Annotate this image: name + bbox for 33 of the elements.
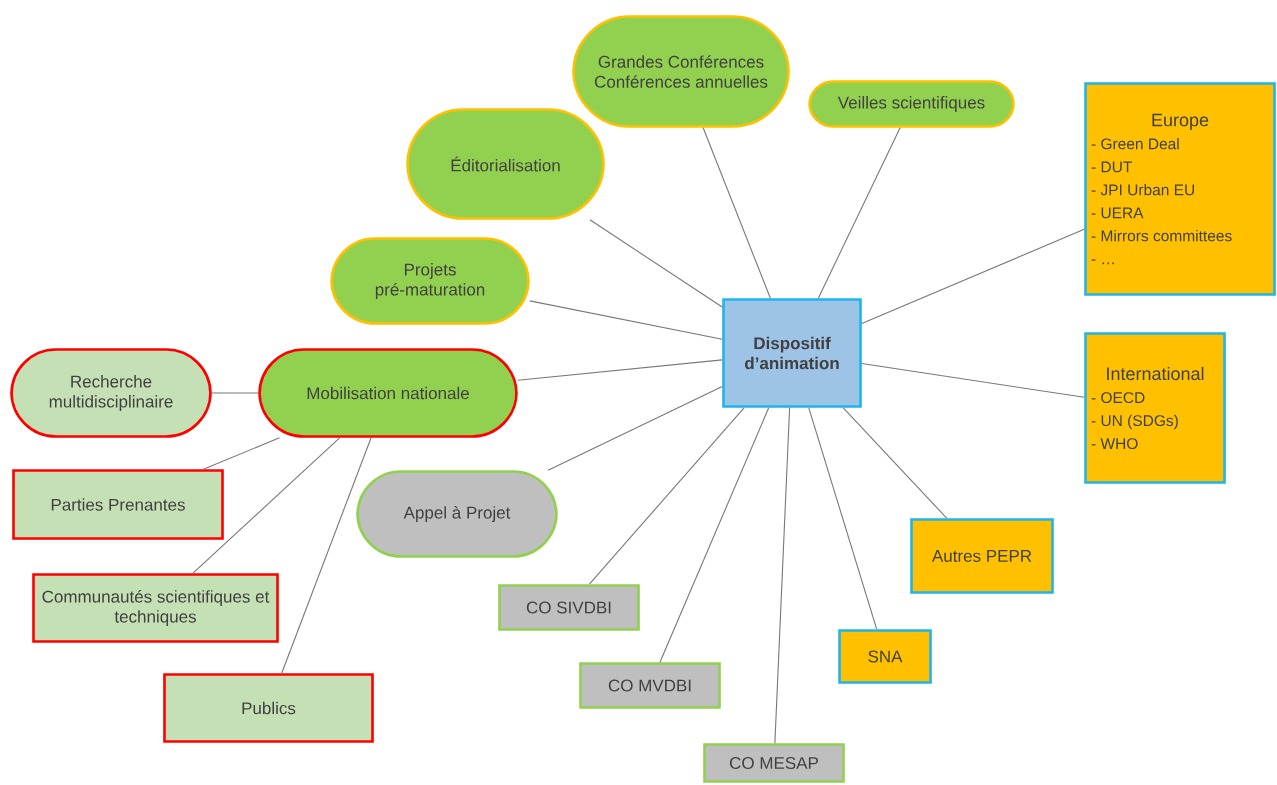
box-node: CO MVDBI [579,662,721,709]
connector-line [211,392,259,394]
box-node: International - OECD - UN (SDGs) - WHO [1084,332,1226,484]
pill-node: Projets pré-maturation [330,237,530,325]
box-node: Parties Prenantes [12,469,224,540]
pill-node: Veilles scientifiques [808,80,1015,128]
connector-line [659,407,770,663]
box-node: Autres PEPR [910,518,1054,594]
connector-line [202,437,280,470]
pill-node: Mobilisation nationale [258,348,518,438]
connector-line [842,407,948,519]
connector-line [589,219,723,308]
connector-line [774,407,791,744]
connector-line [702,127,771,299]
connector-line [281,437,372,674]
box-node: CO MESAP [703,743,845,783]
pill-node: Appel à Projet [356,470,558,558]
connector-line [588,407,745,585]
connector-line [529,300,723,340]
connector-line [547,385,723,471]
box-node: CO SIVDBI [498,584,640,631]
connector-line [861,228,1085,325]
connector-line [861,363,1085,398]
box-node: Europe - Green Deal - DUT - JPI Urban EU - UERA - Mirrors committees - … [1084,82,1276,296]
pill-node: Recherche multidisciplinaire [10,348,212,438]
box-node: Dispositif d’animation [722,298,862,408]
connector-line [808,407,878,630]
box-node: Communautés scientifiques et techniques [32,573,279,643]
box-node: Publics [163,673,374,743]
box-node: SNA [838,629,932,684]
connector-line [192,437,341,574]
connector-line [517,359,723,381]
connector-line [817,127,901,299]
